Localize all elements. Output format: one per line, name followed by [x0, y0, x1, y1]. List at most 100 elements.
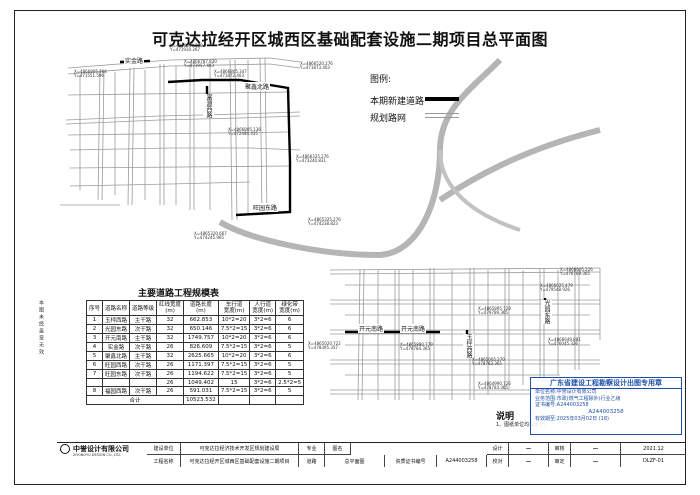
column-header: 道路长度 (m) — [183, 300, 219, 316]
table-cell: 次干路 — [129, 386, 158, 397]
table-cell: 26 — [156, 360, 185, 370]
reviewer-signature: ~ — [571, 443, 621, 455]
table-cell: 1194.622 — [183, 369, 219, 379]
table-cell: 1749.757 — [183, 333, 219, 343]
table-cell: 2.5*2=5 — [275, 377, 305, 388]
table-cell: 6 — [85, 360, 104, 370]
coordinate-label: X=4865320.667 Y=474245.965 — [194, 231, 227, 241]
legend-planned-road-label: 规划路网 — [370, 114, 407, 124]
table-cell: 实金路 — [102, 342, 131, 352]
table-cell: 2625.665 — [183, 351, 219, 361]
table-cell: 3 — [85, 333, 104, 343]
table-cell: 6 — [275, 315, 305, 325]
table-cell: 26 — [156, 386, 185, 397]
coordinate-label: X=4866787.830 Y=471957.403 — [184, 59, 217, 69]
table-cell: 3*2=6 — [249, 342, 277, 352]
table-cell — [102, 377, 131, 388]
table-cell: 3*2=6 — [249, 351, 277, 361]
check-label: 校对 — [487, 455, 509, 467]
table-cell: 7.5*2=15 — [217, 360, 251, 370]
designer-signature: ~ — [509, 443, 549, 455]
table-cell: 5 — [275, 342, 305, 352]
major-label: 专业 — [299, 443, 325, 455]
table-cell: 2 — [85, 324, 104, 334]
drawing-frame — [14, 10, 686, 485]
table-cell: 1049.402 — [183, 377, 219, 388]
table-cell: 主干路 — [129, 351, 158, 361]
road-spec-table: 序号 道路名称 道路等级 红线宽度 (m) 道路长度 (m) 车行道 宽度(m)… — [85, 300, 305, 406]
drawing-title: 可克达拉经开区城西区基础配套设施二期项目总平面图 — [151, 30, 548, 49]
table-cell: 开元南路 — [102, 333, 131, 343]
coordinate-label: X=4866325.276 Y=473240.831 — [296, 154, 329, 164]
column-header: 车行道 宽度(m) — [217, 300, 251, 316]
major: 道路 — [299, 455, 325, 467]
table-cell: 旺园东路 — [102, 369, 131, 379]
coordinate-label: X=4866520.276 Y=471873.403 — [300, 61, 333, 71]
road-label-kaiyuan-south-2: 开元南路 — [400, 324, 427, 333]
table-cell: 4 — [85, 342, 104, 352]
company-logo: 中誉设计有限公司 ZHONGYU DESIGN CO.,LTD. — [60, 444, 129, 457]
table-cell: 7.5*2=15 — [217, 369, 251, 379]
stamp-title: 广东省建设工程勘察设计出图专用章 — [531, 378, 681, 389]
project-label: 工程名称 — [147, 455, 181, 467]
table-cell: 6 — [275, 351, 305, 361]
table-cell: 1 — [85, 315, 104, 325]
table-cell — [129, 377, 158, 388]
project: 可克达拉经开区城西区基础配套设施二期项目 — [181, 455, 299, 467]
column-header: 红线宽度 (m) — [156, 300, 185, 316]
coordinate-label: X=4866805.264 Y=471551.596 — [74, 69, 107, 79]
table-cell: 6 — [275, 324, 305, 334]
legend-planned-road-swatch — [425, 113, 459, 118]
table-cell: 3*2=6 — [249, 360, 277, 370]
cert-label: 资质证书编号 — [385, 455, 437, 467]
stamp-cert: 证书编号:A244003258 — [535, 402, 589, 408]
table-cell: 32 — [156, 315, 185, 325]
drawing-number: DLZF-01 — [642, 458, 665, 464]
approve-label: 审定 — [549, 455, 571, 467]
table-cell: 3*2=6 — [249, 324, 277, 334]
table-cell: 3*2=6 — [249, 369, 277, 379]
table-cell: 26 — [156, 369, 185, 379]
coordinate-label: X=4866805.347 Y=471872.403 — [214, 69, 247, 79]
table-cell: 光园东路 — [102, 324, 131, 334]
table-cell: 玉枰西路 — [102, 315, 131, 325]
table-cell: 7.5*2=15 — [217, 386, 251, 397]
column-header: 道路等级 — [129, 300, 158, 316]
cert-number: A244003258 — [437, 455, 487, 467]
design-label: 设计 — [487, 443, 509, 455]
stamp-scope: 业务范围:市政(燃气工程除外)行业乙级 — [535, 395, 621, 402]
coordinate-label: X=4865020.722 Y=478395.357 — [308, 341, 341, 351]
table-cell: 5 — [275, 360, 305, 370]
title-block: 建设单位 可克达拉经济技术开发区规划建设局 工程名称 可克达拉经开区城西区基础配… — [57, 442, 686, 467]
coordinate-label: X=4865325.276 Y=474238.823 — [308, 217, 341, 227]
table-cell: 32 — [156, 351, 185, 361]
legend-new-road-label: 本期新建道路 — [370, 97, 425, 107]
column-header: 序号 — [85, 300, 104, 316]
total-value: 10523.532 — [183, 395, 219, 406]
table-cell: 10*2=20 — [217, 315, 251, 325]
table-cell: 主干路 — [129, 315, 158, 325]
coordinate-label: X=4866649.881 Y=476045.326 — [548, 337, 581, 347]
table-cell: 7 — [85, 369, 104, 379]
planned-road-network — [60, 57, 601, 401]
table-cell: 10*2=20 — [217, 333, 251, 343]
table-cell: 662.853 — [183, 315, 219, 325]
table-cell: 3*2=6 — [249, 386, 277, 397]
notes-text: 1、图纸单位均以米计。 — [496, 422, 550, 428]
drawing-name: 总平面图 — [325, 455, 385, 467]
company-name-en: ZHONGYU DESIGN CO.,LTD. — [73, 453, 122, 457]
approver-signature: ~ — [571, 455, 621, 467]
drawing-name-label: 图名 — [325, 443, 351, 455]
column-header: 绿化带 宽度(m) — [275, 300, 305, 316]
table-cell: 次干路 — [129, 342, 158, 352]
legend-new-road-swatch — [425, 97, 459, 101]
road-label-kaiyuan-south-1: 开元南路 — [358, 324, 385, 333]
table-cell: 26 — [156, 342, 185, 352]
